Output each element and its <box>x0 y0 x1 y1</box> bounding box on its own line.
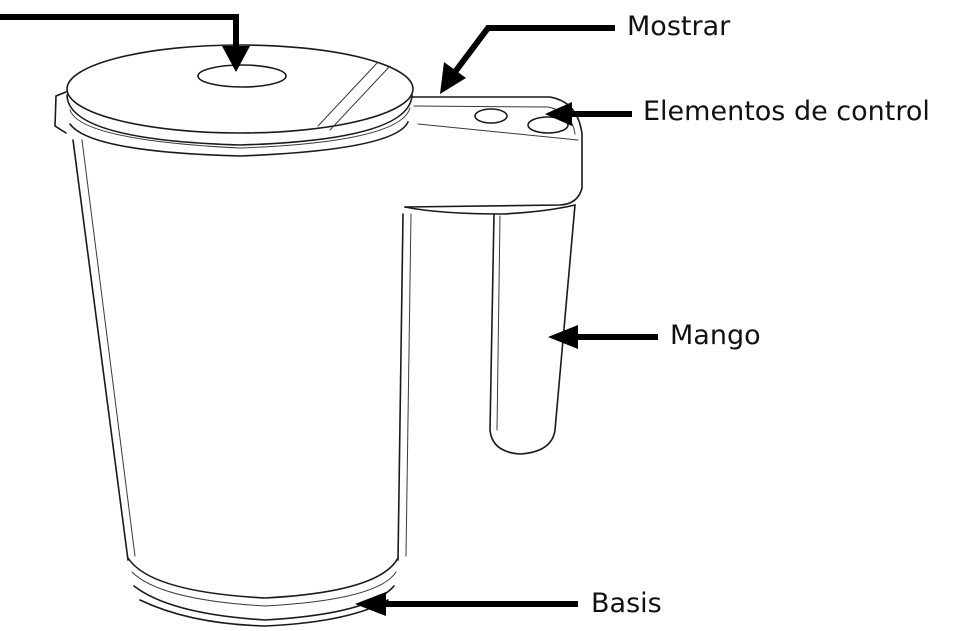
kettle-base <box>127 557 399 627</box>
lid-hinge <box>54 91 67 134</box>
display-button <box>474 108 508 124</box>
handle-label: Mango <box>670 320 761 351</box>
controls-arrow <box>545 102 632 126</box>
handle-arrow <box>548 325 658 349</box>
kettle-body <box>72 139 412 561</box>
controls-label: Elementos de control <box>643 96 930 127</box>
base-label: Basis <box>591 588 662 619</box>
display-label: Mostrar <box>627 11 731 42</box>
lid-opening <box>197 64 287 88</box>
control-block <box>404 96 583 208</box>
base-arrow <box>355 592 578 616</box>
kettle-lid <box>66 44 414 157</box>
display-arrow <box>440 25 615 94</box>
control-button <box>527 116 569 134</box>
kettle-handle <box>404 204 576 455</box>
lid-arrow <box>0 14 250 72</box>
